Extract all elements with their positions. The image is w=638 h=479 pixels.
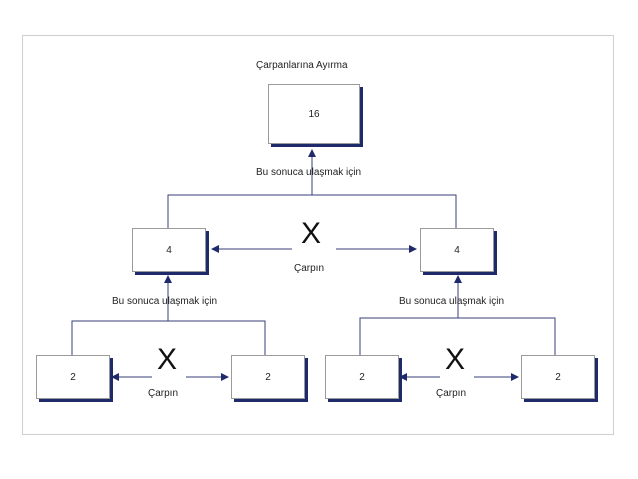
diagram-title: Çarpanlarına Ayırma (256, 60, 348, 71)
multiply-symbol-top: X (301, 217, 322, 250)
level2-box-right: 4 (420, 228, 494, 272)
multiply-label-top: Çarpın (294, 263, 325, 274)
reach-label-left: Bu sonuca ulaşmak için (112, 296, 218, 307)
level2-box-left: 4 (132, 228, 206, 272)
root-box: 16 (268, 84, 360, 144)
multiply-label-right: Çarpın (436, 388, 467, 399)
level3-box-4: 2 (521, 355, 595, 399)
level3-box-1: 2 (36, 355, 110, 399)
multiply-label-left: Çarpın (148, 388, 179, 399)
reach-label-right: Bu sonuca ulaşmak için (399, 296, 505, 307)
reach-label-top: Bu sonuca ulaşmak için (256, 167, 362, 178)
level3-box-2: 2 (231, 355, 305, 399)
multiply-symbol-right: X (445, 343, 466, 376)
level3-box-3: 2 (325, 355, 399, 399)
multiply-symbol-left: X (157, 343, 178, 376)
